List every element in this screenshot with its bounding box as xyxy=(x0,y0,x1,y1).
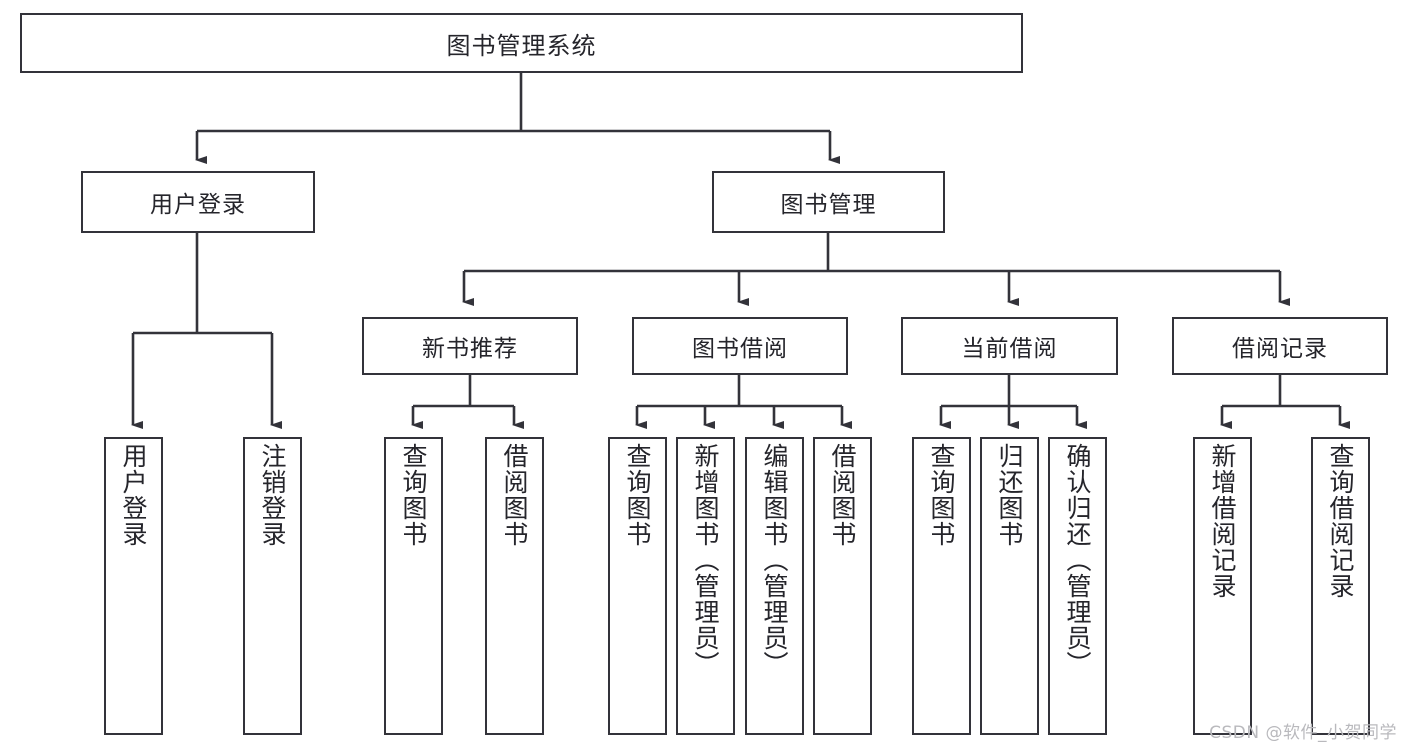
node-label: 图书管理 xyxy=(780,192,877,218)
node-label: 用户登录 xyxy=(150,192,246,218)
node-label: 图书借阅 xyxy=(692,336,788,362)
node-label: 用户登录 xyxy=(119,443,148,547)
node-user-login[interactable]: 用户登录 xyxy=(81,171,315,233)
node-label: 图书管理系统 xyxy=(446,31,597,60)
leaf-node-query-book-3[interactable]: 查询图书 xyxy=(912,437,971,735)
leaf-node-add-borrow-record[interactable]: 新增借阅记录 xyxy=(1193,437,1252,735)
node-label: 编辑图书（管理员） xyxy=(760,443,789,677)
node-new-book-recommend[interactable]: 新书推荐 xyxy=(362,317,578,375)
leaf-node-query-book-2[interactable]: 查询图书 xyxy=(608,437,667,735)
leaf-node-edit-book-admin[interactable]: 编辑图书（管理员） xyxy=(745,437,804,735)
node-borrow-record[interactable]: 借阅记录 xyxy=(1172,317,1388,375)
node-label: 借阅记录 xyxy=(1232,336,1328,362)
node-label: 归还图书 xyxy=(995,443,1024,547)
node-label: 确认归还（管理员） xyxy=(1063,443,1092,677)
node-book-borrow[interactable]: 图书借阅 xyxy=(632,317,848,375)
node-label: 新增图书（管理员） xyxy=(691,443,720,677)
leaf-node-add-book-admin[interactable]: 新增图书（管理员） xyxy=(676,437,735,735)
node-book-management[interactable]: 图书管理 xyxy=(712,171,945,233)
node-label: 借阅图书 xyxy=(500,443,529,547)
leaf-node-query-borrow-record[interactable]: 查询借阅记录 xyxy=(1311,437,1370,735)
node-label: 新书推荐 xyxy=(422,336,518,362)
node-root-book-management-system[interactable]: 图书管理系统 xyxy=(20,13,1023,73)
node-label: 当前借阅 xyxy=(961,336,1058,362)
leaf-node-confirm-return-admin[interactable]: 确认归还（管理员） xyxy=(1048,437,1107,735)
node-label: 查询图书 xyxy=(623,443,652,547)
node-label: 查询借阅记录 xyxy=(1326,443,1355,599)
leaf-node-query-book-1[interactable]: 查询图书 xyxy=(384,437,443,735)
leaf-node-return-book[interactable]: 归还图书 xyxy=(980,437,1039,735)
node-label: 新增借阅记录 xyxy=(1208,443,1237,599)
node-current-borrow[interactable]: 当前借阅 xyxy=(901,317,1118,375)
leaf-node-borrow-book-1[interactable]: 借阅图书 xyxy=(485,437,544,735)
leaf-node-borrow-book-2[interactable]: 借阅图书 xyxy=(813,437,872,735)
node-label: 查询图书 xyxy=(399,443,428,547)
leaf-node-user-login[interactable]: 用户登录 xyxy=(104,437,163,735)
leaf-node-user-logout[interactable]: 注销登录 xyxy=(243,437,302,735)
node-label: 查询图书 xyxy=(927,443,956,547)
node-label: 注销登录 xyxy=(258,443,287,547)
node-label: 借阅图书 xyxy=(828,443,857,547)
